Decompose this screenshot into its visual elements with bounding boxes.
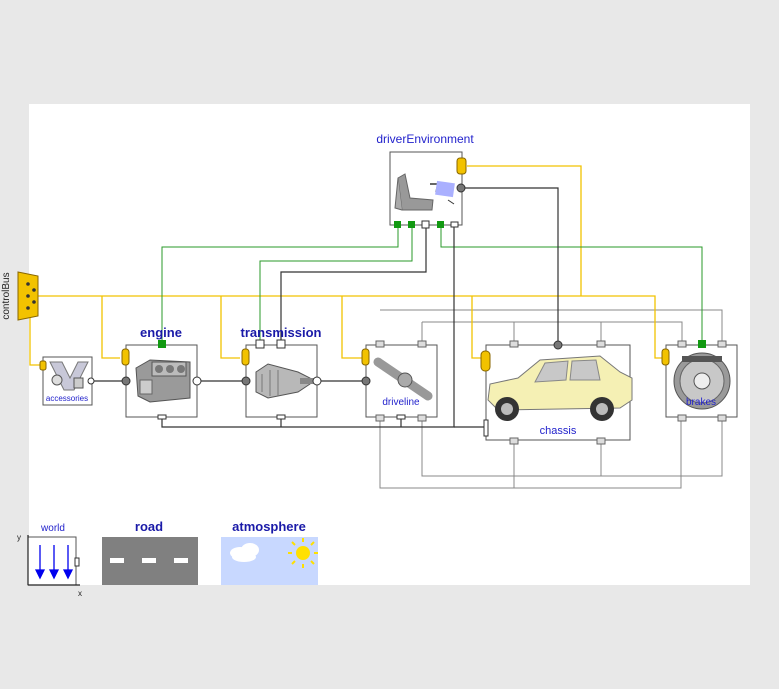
y-axis-label: y: [17, 533, 21, 542]
chassis-block[interactable]: chassis: [480, 340, 633, 445]
world-label: world: [40, 523, 65, 534]
car-icon: [487, 355, 633, 421]
driver-environment-label: driverEnvironment: [376, 132, 474, 146]
accessories-block[interactable]: accessories: [39, 356, 95, 406]
signal-lines: [161, 225, 703, 342]
sun-icon: [288, 538, 318, 568]
engine-icon: [135, 359, 191, 403]
driver-environment-block[interactable]: driverEnvironment: [376, 132, 474, 229]
control-bus-connector[interactable]: [17, 271, 39, 321]
engine-block[interactable]: engine: [121, 325, 202, 420]
gravity-arrows: [34, 545, 74, 580]
driveline-label: driveline: [382, 397, 420, 408]
cloud-icon: [230, 543, 259, 562]
mechanical-lines: [91, 187, 559, 428]
accessories-label: accessories: [46, 394, 88, 403]
control-bus-lines: [29, 165, 665, 366]
engine-label: engine: [140, 325, 182, 340]
gearbox-icon: [255, 363, 314, 399]
transmission-label: transmission: [241, 325, 322, 340]
driveline-block[interactable]: driveline: [361, 340, 438, 422]
road-block[interactable]: road: [102, 519, 198, 585]
brakes-label: brakes: [686, 397, 716, 408]
brakes-block[interactable]: brakes: [661, 340, 738, 422]
belt-icon: [49, 361, 89, 391]
road-label: road: [135, 519, 163, 534]
transmission-block[interactable]: transmission: [241, 325, 322, 420]
seat-icon: [394, 173, 455, 211]
control-bus-label: controlBus: [1, 272, 12, 319]
shaft-icon: [373, 357, 433, 401]
world-block[interactable]: world y x: [17, 523, 82, 598]
brake-disc-icon: [673, 352, 731, 410]
chassis-label: chassis: [540, 425, 577, 437]
road-icon: [102, 537, 198, 585]
atmosphere-block[interactable]: atmosphere: [221, 519, 318, 585]
atmosphere-label: atmosphere: [232, 519, 306, 534]
x-axis-label: x: [78, 589, 82, 598]
